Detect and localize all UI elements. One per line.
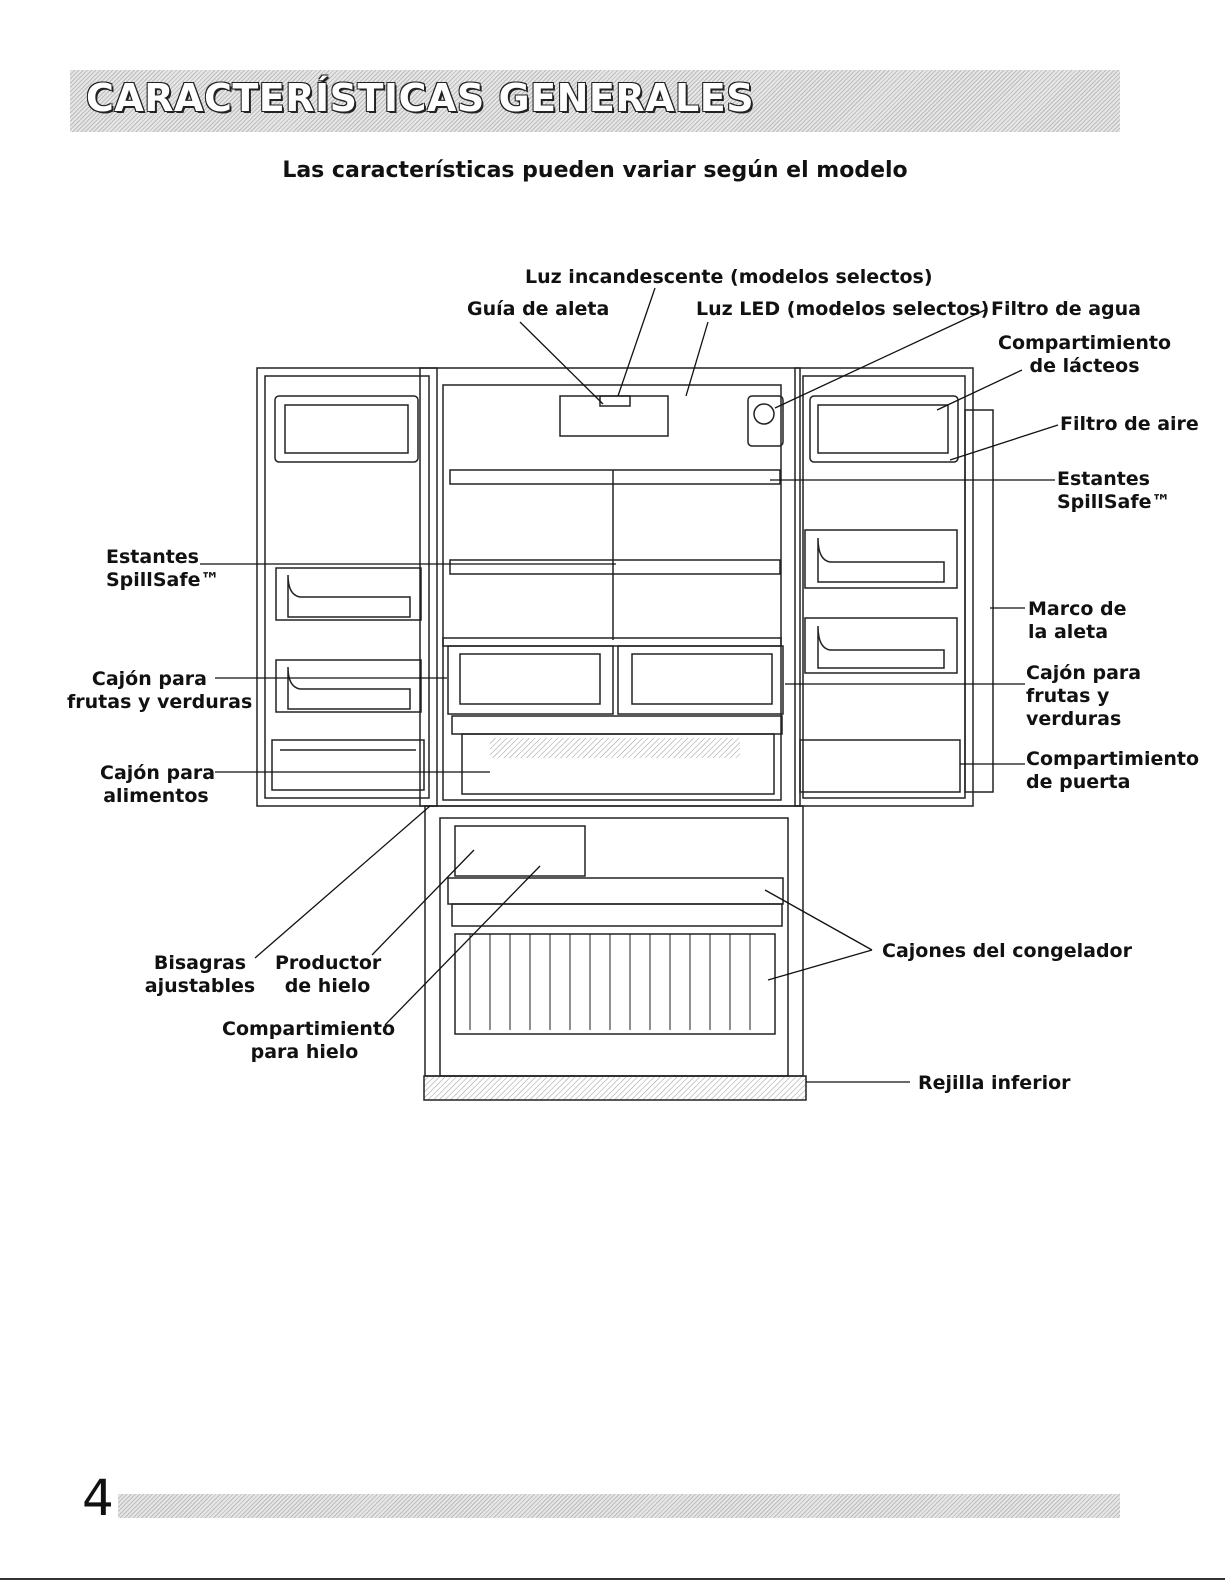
footer-bar: [118, 1494, 1120, 1518]
label-estantes-right: Estantes SpillSafe™: [1057, 468, 1170, 514]
label-productor-hielo: Productor de hielo: [275, 952, 382, 998]
label-line: Marco de: [1028, 598, 1127, 620]
label-luz-led: Luz LED (modelos selectos): [696, 298, 990, 320]
label-line: para hielo: [250, 1041, 359, 1063]
label-bisagras: Bisagras ajustables: [140, 952, 260, 998]
label-estantes-left: Estantes SpillSafe™: [106, 546, 219, 592]
label-line: Compartimiento: [1026, 748, 1200, 770]
page-subtitle: Las características pueden variar según …: [282, 158, 908, 183]
label-line: la aleta: [1028, 621, 1109, 643]
label-cajon-frutas-right: Cajón para frutas y verduras: [1026, 662, 1141, 731]
label-line: Bisagras: [153, 952, 247, 974]
label-line: SpillSafe™: [106, 569, 220, 591]
fridge-cabinet: [419, 367, 801, 807]
label-cajones-congelador: Cajones del congelador: [882, 940, 1132, 962]
label-line: Estantes: [106, 546, 199, 568]
label-line: de lácteos: [1029, 355, 1140, 377]
label-line: Compartimiento: [222, 1018, 396, 1040]
label-compartimiento-lacteos: Compartimiento de lácteos: [998, 332, 1171, 378]
label-line: SpillSafe™: [1057, 491, 1171, 513]
label-line: Compartimiento: [998, 332, 1172, 354]
right-door: [794, 367, 994, 807]
page-title: CARACTERÍSTICAS GENERALES: [86, 76, 755, 120]
label-line: frutas y verduras: [67, 691, 253, 713]
label-line: Cajón para: [100, 762, 216, 784]
label-line: verduras: [1026, 708, 1122, 730]
bottom-rule: [0, 1578, 1225, 1580]
label-line: de hielo: [284, 975, 371, 997]
label-line: Cajón para: [1026, 662, 1142, 684]
label-line: frutas y: [1026, 685, 1110, 707]
label-luz-incandescente: Luz incandescente (modelos selectos): [525, 266, 933, 288]
left-door: [256, 367, 438, 807]
label-cajon-alimentos: Cajón para alimentos: [100, 762, 216, 808]
header-bar: CARACTERÍSTICAS GENERALES: [70, 70, 1120, 132]
label-line: Estantes: [1057, 468, 1150, 490]
label-compartimiento-hielo: Compartimiento para hielo: [222, 1018, 396, 1064]
label-compartimiento-puerta: Compartimiento de puerta: [1026, 748, 1199, 794]
label-line: Productor: [275, 952, 382, 974]
label-cajon-frutas-left: Cajón para frutas y verduras: [67, 668, 253, 714]
label-marco-aleta: Marco de la aleta: [1028, 598, 1127, 644]
label-line: ajustables: [144, 975, 256, 997]
label-filtro-agua: Filtro de agua: [991, 298, 1141, 320]
label-filtro-aire: Filtro de aire: [1060, 413, 1199, 435]
label-line: de puerta: [1026, 771, 1131, 793]
leader-lines: [200, 287, 1059, 1083]
label-guia-aleta: Guía de aleta: [467, 298, 610, 320]
label-line: alimentos: [103, 785, 209, 807]
page-number: 4: [82, 1469, 114, 1527]
freezer: [423, 805, 807, 1101]
label-rejilla-inferior: Rejilla inferior: [918, 1072, 1071, 1094]
label-line: Cajón para: [91, 668, 207, 690]
